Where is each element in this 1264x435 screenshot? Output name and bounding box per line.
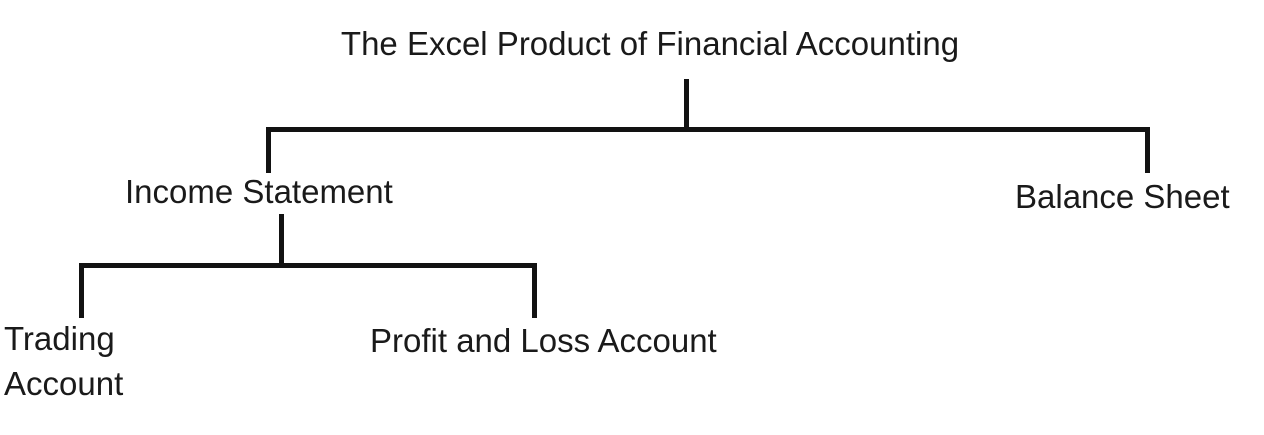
trading-account-node-label: Trading Account [4, 320, 124, 402]
income-statement-node-label: Income Statement [125, 173, 393, 210]
trading-account-drop-line [79, 263, 84, 318]
balance-sheet-drop-line [1145, 127, 1150, 173]
profit-and-loss-node-label: Profit and Loss Account [370, 322, 717, 359]
level1-horizontal-line [266, 127, 1150, 132]
root-stem-line [684, 79, 689, 128]
income-statement-drop-line [266, 127, 271, 173]
root-node-label: The Excel Product of Financial Accountin… [340, 25, 960, 62]
balance-sheet-node-label: Balance Sheet [1015, 178, 1230, 215]
income-statement-stem-line [279, 214, 284, 264]
profit-and-loss-drop-line [532, 263, 537, 318]
level2-horizontal-line [79, 263, 537, 268]
